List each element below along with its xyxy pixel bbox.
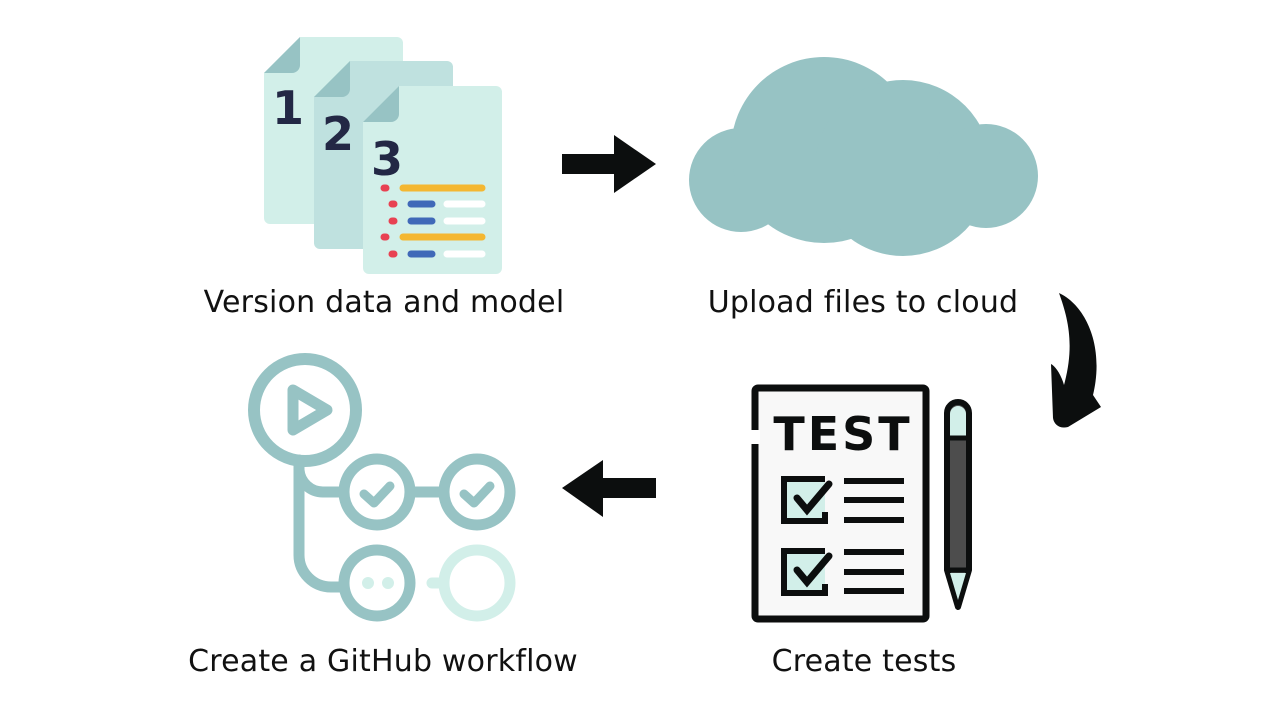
document-lines — [380, 184, 486, 258]
list-lines — [844, 478, 904, 594]
checkbox-2 — [781, 548, 833, 596]
arrow-right-icon — [562, 135, 656, 193]
doc-number-3: 3 — [371, 132, 403, 186]
versioned-documents-icon: 1 2 3 — [264, 37, 502, 274]
step-label-tests: Create tests — [771, 644, 957, 679]
document-3: 3 — [363, 86, 502, 274]
checkbox-1 — [781, 476, 833, 524]
step-label-version: Version data and model — [203, 285, 565, 320]
pending-circle — [338, 544, 416, 622]
check-circle-1 — [338, 453, 416, 531]
curved-arrow-down-icon — [1051, 293, 1101, 428]
step-label-workflow: Create a GitHub workflow — [188, 644, 578, 679]
doc-number-1: 1 — [272, 81, 304, 135]
arrow-left-icon — [562, 460, 656, 517]
doc-number-2: 2 — [322, 107, 354, 161]
cloud-icon — [689, 57, 1038, 256]
step-label-upload: Upload files to cloud — [707, 285, 1019, 320]
play-icon — [287, 384, 333, 436]
pencil-icon — [944, 399, 972, 610]
github-workflow-icon — [248, 353, 516, 622]
queued-circle — [438, 544, 516, 622]
check-circle-2 — [438, 453, 516, 531]
test-sheet-icon: TEST — [750, 384, 972, 623]
check-icon — [459, 481, 495, 508]
check-icon — [359, 481, 395, 508]
play-circle — [248, 353, 362, 467]
test-sheet-title: TEST — [773, 407, 912, 461]
